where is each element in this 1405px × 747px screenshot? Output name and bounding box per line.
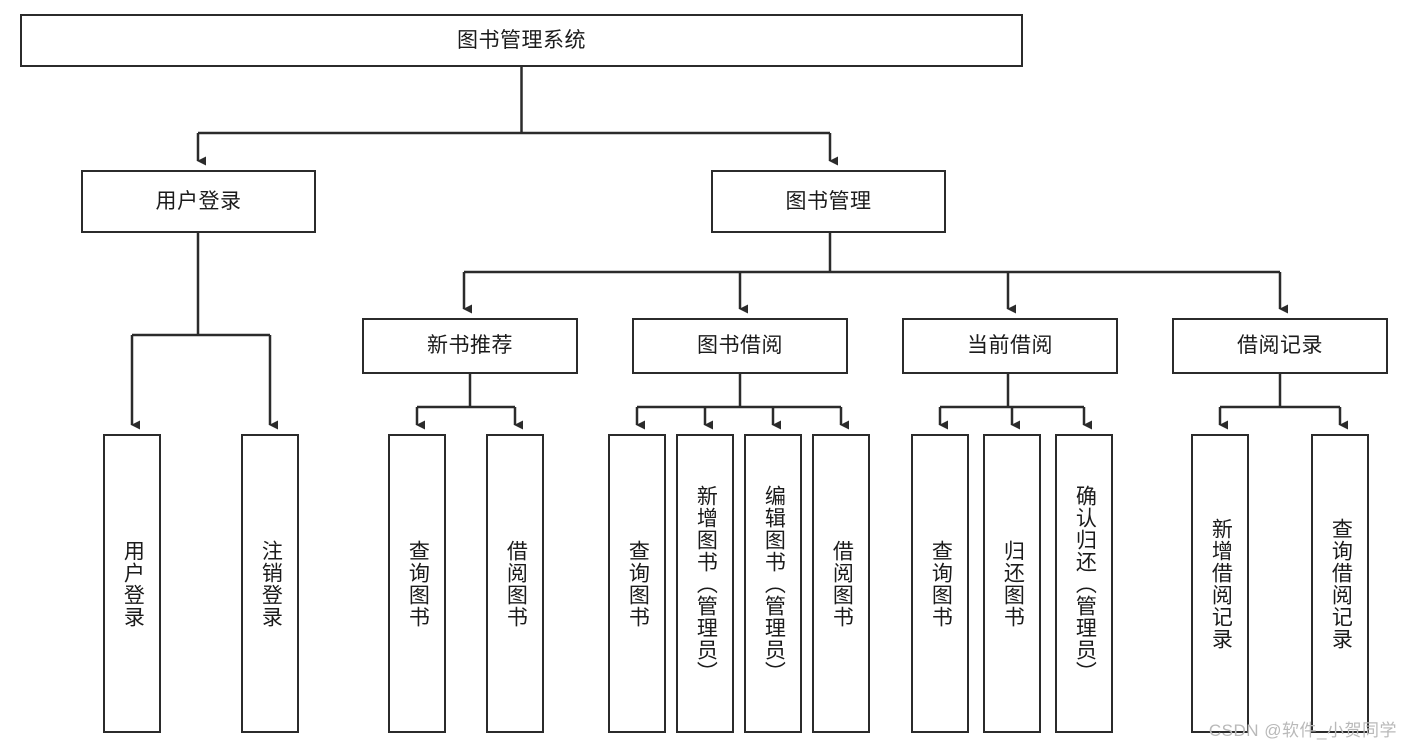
node-leaf-borrow-book-2[interactable]: 借阅图书 xyxy=(812,434,870,733)
node-leaf-query-book-1[interactable]: 查询图书 xyxy=(388,434,446,733)
node-borrow-record[interactable]: 借阅记录 xyxy=(1172,318,1388,374)
node-leaf-borrow-book-2-label: 借阅图书 xyxy=(830,539,854,628)
node-leaf-return-book-label: 归还图书 xyxy=(1001,539,1025,628)
node-leaf-edit-book[interactable]: 编辑图书（管理员） xyxy=(744,434,802,733)
watermark-text: CSDN @软件_小贺同学 xyxy=(1208,721,1397,740)
node-book-borrow-label: 图书借阅 xyxy=(697,334,783,358)
node-leaf-add-record[interactable]: 新增借阅记录 xyxy=(1191,434,1249,733)
node-leaf-query-record[interactable]: 查询借阅记录 xyxy=(1311,434,1369,733)
node-book-manage-label: 图书管理 xyxy=(785,189,872,213)
node-leaf-query-book-2[interactable]: 查询图书 xyxy=(608,434,666,733)
node-borrow-record-label: 借阅记录 xyxy=(1237,334,1323,358)
node-current-borrow-label: 当前借阅 xyxy=(967,334,1053,358)
node-leaf-borrow-book-1[interactable]: 借阅图书 xyxy=(486,434,544,733)
node-leaf-query-book-3[interactable]: 查询图书 xyxy=(911,434,969,733)
node-leaf-user-login-label: 用户登录 xyxy=(121,539,145,628)
node-root-label: 图书管理系统 xyxy=(457,28,586,52)
node-new-book-recommend-label: 新书推荐 xyxy=(427,334,513,358)
node-leaf-logout[interactable]: 注销登录 xyxy=(241,434,299,733)
node-leaf-confirm-return-label: 确认归还（管理员） xyxy=(1073,484,1097,683)
node-leaf-query-book-1-label: 查询图书 xyxy=(406,539,430,628)
node-current-borrow[interactable]: 当前借阅 xyxy=(902,318,1118,374)
node-user-login-label: 用户登录 xyxy=(155,189,242,213)
node-leaf-return-book[interactable]: 归还图书 xyxy=(983,434,1041,733)
node-leaf-confirm-return[interactable]: 确认归还（管理员） xyxy=(1055,434,1113,733)
node-user-login[interactable]: 用户登录 xyxy=(81,170,316,233)
node-leaf-add-book[interactable]: 新增图书（管理员） xyxy=(676,434,734,733)
node-book-manage[interactable]: 图书管理 xyxy=(711,170,946,233)
node-leaf-borrow-book-1-label: 借阅图书 xyxy=(504,539,528,628)
node-new-book-recommend[interactable]: 新书推荐 xyxy=(362,318,578,374)
node-leaf-user-login[interactable]: 用户登录 xyxy=(103,434,161,733)
node-root[interactable]: 图书管理系统 xyxy=(20,14,1023,67)
node-leaf-add-book-label: 新增图书（管理员） xyxy=(694,484,718,683)
node-leaf-edit-book-label: 编辑图书（管理员） xyxy=(762,484,786,683)
node-leaf-logout-label: 注销登录 xyxy=(259,539,283,628)
node-leaf-query-book-3-label: 查询图书 xyxy=(929,539,953,628)
node-book-borrow[interactable]: 图书借阅 xyxy=(632,318,848,374)
node-leaf-query-book-2-label: 查询图书 xyxy=(626,539,650,628)
node-leaf-query-record-label: 查询借阅记录 xyxy=(1329,517,1353,650)
node-leaf-add-record-label: 新增借阅记录 xyxy=(1209,517,1233,650)
